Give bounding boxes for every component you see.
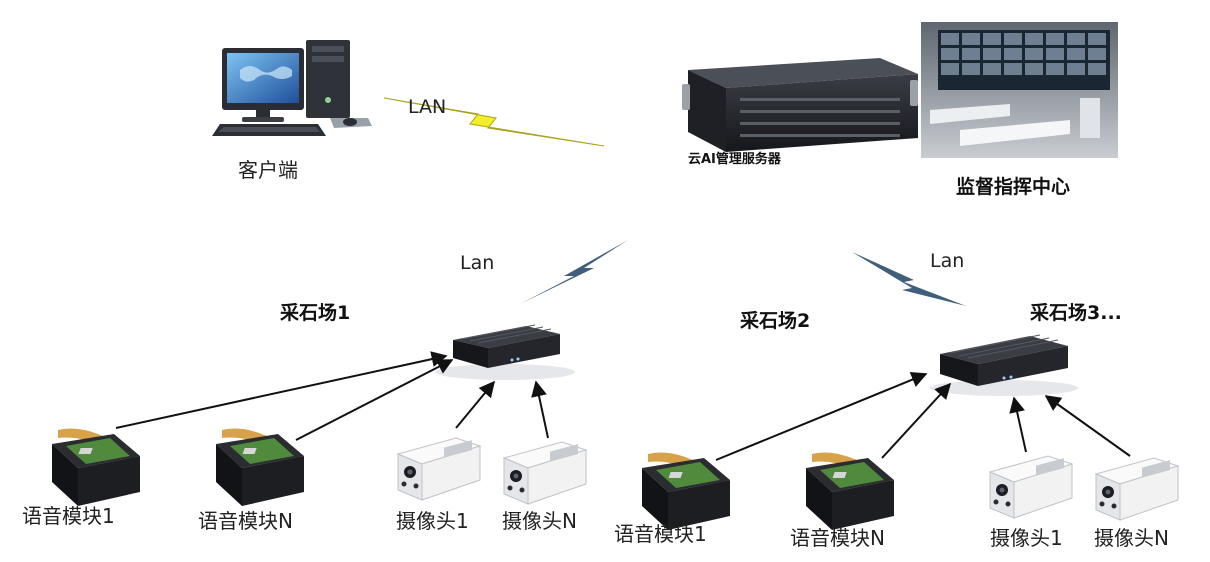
site1-gateway-icon [435, 324, 575, 380]
server-label: 云AI管理服务器 [688, 152, 781, 167]
site3-camera-1-label: 摄像头1 [990, 526, 1063, 550]
site1-voice-module-1-label: 语音模块1 [22, 504, 115, 528]
camera-icon [396, 437, 482, 501]
lan-link-top-bolt [383, 97, 605, 147]
client-label: 客户端 [238, 158, 298, 182]
camera-icon [1094, 457, 1180, 521]
cloud-ai-server-icon [682, 58, 918, 152]
lan-link-right-bolt [852, 252, 966, 306]
site1-name: 采石场1 [280, 302, 351, 324]
site1-camera-n-label: 摄像头N [502, 509, 577, 533]
camera-icon [502, 441, 588, 505]
lan-left-label: Lan [460, 252, 495, 274]
camera-icon [988, 455, 1074, 519]
site3-connection-arrows [715, 372, 1131, 461]
site1-voice-module-n-label: 语音模块N [198, 509, 293, 533]
voice-module-icon [642, 452, 730, 530]
site3-gateway-icon [930, 334, 1078, 396]
command-center-photo [921, 22, 1118, 158]
site1-camera-1-label: 摄像头1 [396, 509, 469, 533]
site3-voice-module-n-label: 语音模块N [790, 526, 885, 550]
lan-link-left-bolt [520, 240, 628, 304]
site3-voice-module-1-label: 语音模块1 [614, 522, 707, 546]
voice-module-icon [52, 428, 140, 506]
site3-camera-n-label: 摄像头N [1094, 526, 1169, 550]
lan-top-label: LAN [408, 96, 447, 118]
site1-connection-arrows [115, 351, 549, 441]
lan-right-label: Lan [930, 250, 965, 272]
command-center-label: 监督指挥中心 [956, 176, 1071, 198]
site2-name: 采石场2 [740, 310, 811, 332]
site3-name: 采石场3... [1030, 302, 1122, 324]
voice-module-icon [216, 428, 304, 506]
client-computer-icon [212, 40, 372, 136]
voice-module-icon [806, 452, 894, 530]
